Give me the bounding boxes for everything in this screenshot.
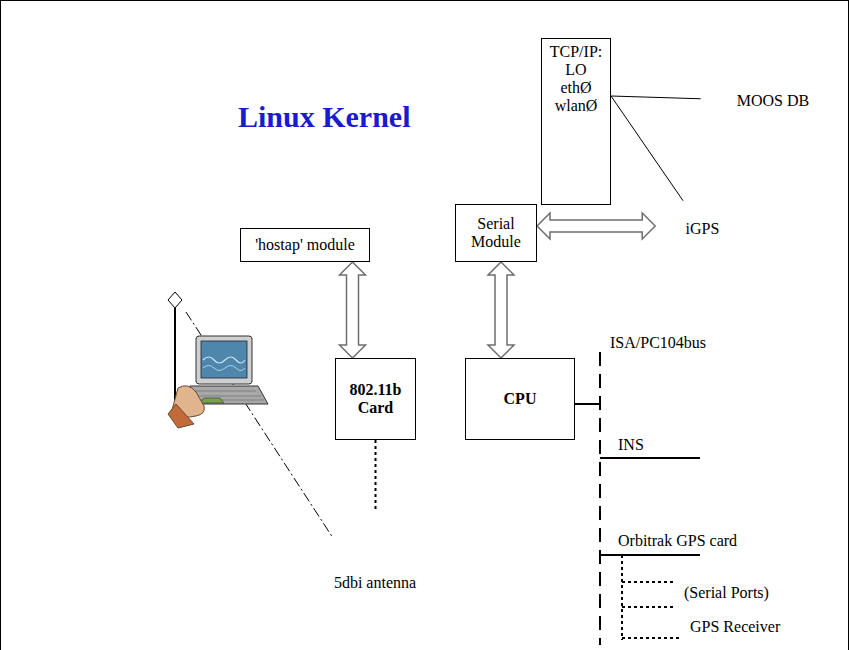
wireless-link [186, 312, 333, 538]
link-line [611, 96, 683, 201]
laptop-antenna [168, 292, 182, 308]
bus-device-label: Orbitrak GPS card [618, 532, 737, 550]
connector-line [375, 440, 377, 512]
device-label: GPS Receiver [690, 618, 780, 636]
node-label: MOOS DB [737, 92, 809, 110]
region-title: Linux Kernel [238, 100, 411, 134]
port-label: (Serial Ports) [684, 584, 769, 602]
node-label: CPU [504, 390, 537, 408]
node-label: Serial Module [471, 215, 521, 251]
node-label: 5dbi antenna [334, 574, 416, 592]
module-box: Serial Module [455, 204, 537, 262]
bus-lines [575, 352, 700, 645]
link-line [375, 440, 376, 512]
hollow-arrow [537, 213, 655, 239]
antenna-node: 5dbi antenna [325, 512, 425, 598]
module-box: 'hostap' module [240, 228, 370, 262]
node-label: 'hostap' module [255, 236, 355, 254]
hollow-arrow [488, 262, 514, 358]
data-flow-arrow [340, 262, 366, 358]
process-ellipse: iGPS [655, 198, 750, 260]
connector-line [611, 96, 683, 201]
bus-label: ISA/PC104bus [610, 334, 706, 352]
node-label: TCP/IP: LO ethØ wlanØ [550, 43, 602, 115]
link-line [611, 96, 701, 99]
data-flow-arrow [537, 213, 655, 239]
process-ellipse: MOOS DB [700, 84, 846, 118]
laptop-icon [168, 336, 268, 428]
hardware-box: 802.11b Card [335, 358, 416, 440]
hollow-arrow [340, 262, 366, 358]
node-label: 802.11b Card [349, 381, 401, 417]
data-flow-arrow [488, 262, 514, 358]
antenna-node-outline [325, 512, 425, 568]
bus-device-label: INS [618, 436, 644, 454]
connector-line [611, 96, 701, 99]
kernel-region: Linux Kernel TCP/IP: LO ethØ wlanØ 'hostap… [140, 8, 680, 272]
hardware-box: CPU [465, 358, 575, 440]
node-label: iGPS [686, 220, 720, 238]
protocol-box: TCP/IP: LO ethØ wlanØ [541, 38, 611, 205]
